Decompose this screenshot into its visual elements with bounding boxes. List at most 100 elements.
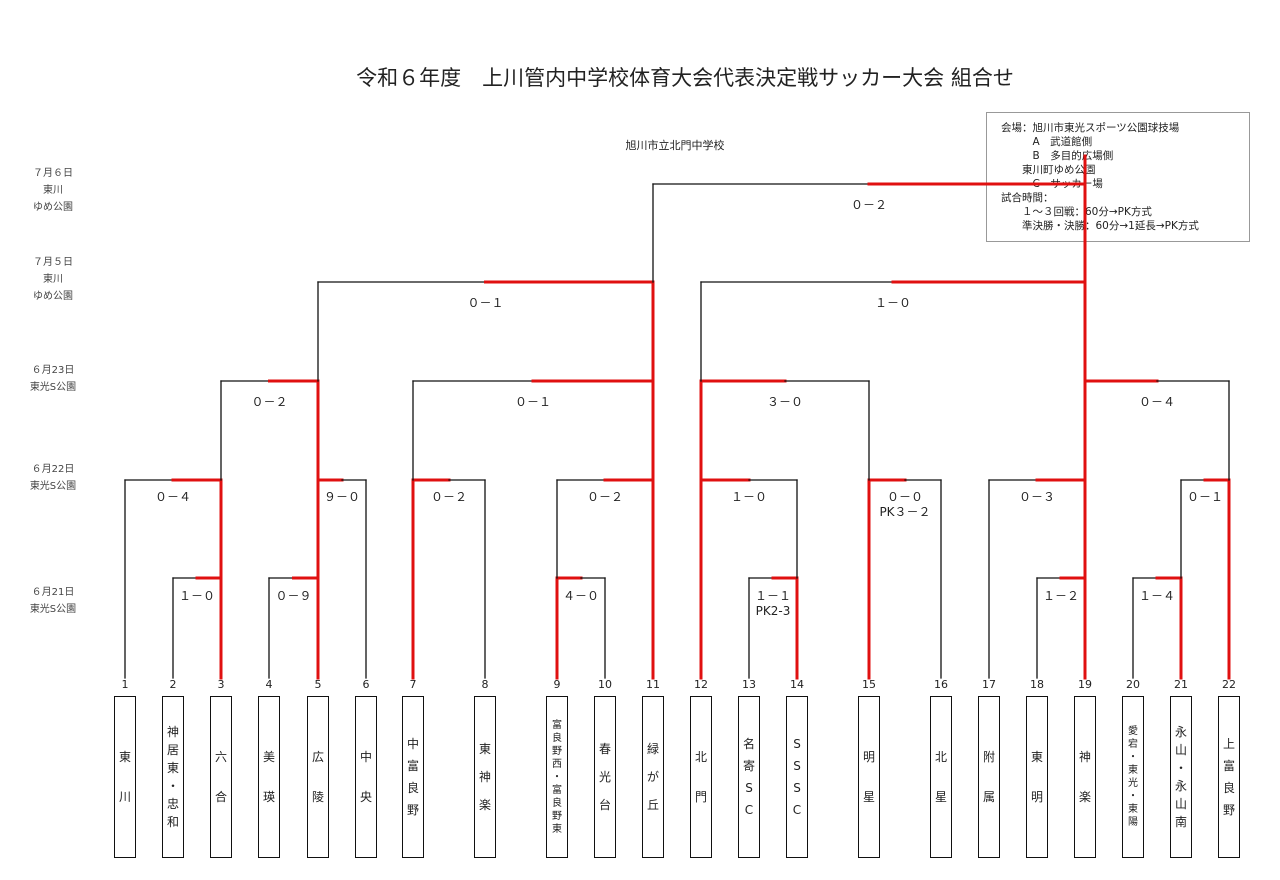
match-score: ３－０ [766, 395, 803, 409]
team-box: 北星 [930, 696, 952, 858]
team-name-char: 寄 [742, 759, 755, 773]
team-number: 7 [409, 678, 417, 691]
match-score: ０－４ [1138, 395, 1175, 409]
team-name-char: 北 [934, 750, 947, 764]
venue-line: 準決勝・決勝：60分→1延長→PK方式 [1001, 220, 1199, 232]
team-name-char: 良 [406, 781, 419, 795]
team-name-char: 野 [1222, 803, 1235, 817]
team-name-char: 星 [934, 790, 947, 804]
team-name-char: 東 [552, 823, 562, 835]
match-score: １－２ [1042, 589, 1079, 603]
match-score: ０－２ [251, 395, 288, 409]
team-name-char: 属 [982, 790, 995, 804]
team-name-char: ・ [166, 779, 179, 793]
team-name-char: 中 [406, 737, 419, 751]
team-number: 4 [265, 678, 273, 691]
team-name-char: 広 [311, 750, 324, 764]
team-number: 8 [481, 678, 489, 691]
team-box: 緑が丘 [642, 696, 664, 858]
team-name-char: 上 [1222, 737, 1235, 751]
match-score: ０－４ [154, 490, 191, 504]
match-score: ０－９ [275, 589, 312, 603]
team-name-char: S [793, 781, 801, 795]
team-name-char: 良 [552, 732, 562, 744]
round-venue: 東川 [43, 185, 63, 196]
team-box: 中央 [355, 696, 377, 858]
venue-info-box: 会場：旭川市東光スポーツ公園球技場 A 武道館側 B 多目的広場側 東川町ゆめ公… [986, 112, 1250, 242]
match-score: ０－１ [1186, 490, 1223, 504]
team-name-char: 東 [166, 761, 179, 775]
team-name-char: ・ [1174, 761, 1187, 775]
round-date: ６月23日 [31, 365, 75, 376]
round-venue: 東川 [43, 274, 63, 285]
team-box: 富良野西・富良野東 [546, 696, 568, 858]
team-name-char: 南 [1174, 815, 1187, 829]
team-name-char: 東 [478, 742, 491, 756]
team-number: 12 [694, 678, 708, 691]
team-name-char: 丘 [646, 798, 659, 812]
team-box: 東川 [114, 696, 136, 858]
team-name-char: S [745, 781, 753, 795]
team-name-char: 中 [359, 750, 372, 764]
match-score: １－０ [874, 296, 911, 310]
team-name-char: 宕 [1128, 739, 1138, 750]
match-score: ０－０ PK３－２ [879, 490, 931, 519]
team-name-char: 北 [694, 750, 707, 764]
match-score: ０－１ [514, 395, 551, 409]
team-name-char: S [793, 759, 801, 773]
page-title: 令和６年度 上川管内中学校体育大会代表決定戦サッカー大会 組合せ [356, 66, 1014, 90]
team-number: 19 [1078, 678, 1092, 691]
team-box: 永山・永山南 [1170, 696, 1192, 858]
team-name-char: 神 [1078, 750, 1091, 764]
team-name-char: ・ [552, 771, 562, 783]
team-box: 附属 [978, 696, 1000, 858]
team-name-char: 野 [552, 810, 562, 822]
team-name-char: 陽 [1128, 817, 1138, 828]
team-box: 春光台 [594, 696, 616, 858]
team-number: 15 [862, 678, 876, 691]
team-number: 16 [934, 678, 948, 691]
team-name-char: 東 [1030, 750, 1043, 764]
team-box: 北門 [690, 696, 712, 858]
team-name-char: 富 [406, 759, 419, 773]
team-name-char: 緑 [646, 742, 659, 756]
team-name-char: 居 [166, 743, 179, 757]
team-box: 中富良野 [402, 696, 424, 858]
round-label-final: ７月６日 東川 ゆめ公園 [22, 165, 84, 216]
team-name-char: 台 [598, 798, 611, 812]
team-box: 神楽 [1074, 696, 1096, 858]
team-name-char: S [793, 737, 801, 751]
team-name-char: 星 [862, 790, 875, 804]
venue-line: 会場：旭川市東光スポーツ公園球技場 [1001, 122, 1180, 134]
team-name-char: 附 [982, 750, 995, 764]
team-name-char: 永 [1174, 725, 1187, 739]
team-name-char: 川 [118, 790, 131, 804]
team-number: 14 [790, 678, 804, 691]
round-venue: 東光S公園 [29, 604, 77, 615]
team-name-char: 瑛 [262, 790, 275, 804]
team-box: 明星 [858, 696, 880, 858]
team-box: 愛宕・東光・東陽 [1122, 696, 1144, 858]
team-number: 9 [553, 678, 561, 691]
team-number: 10 [598, 678, 612, 691]
team-name-char: 光 [598, 770, 611, 784]
venue-line: 東川町ゆめ公園 [1001, 164, 1096, 176]
venue-line: A 武道館側 [1001, 136, 1093, 148]
team-box: 上富良野 [1218, 696, 1240, 858]
team-name-char: 野 [552, 745, 562, 757]
match-score: １－４ [1138, 589, 1175, 603]
team-number: 21 [1174, 678, 1188, 691]
round-venue: 東光S公園 [29, 481, 77, 492]
team-box: 六合 [210, 696, 232, 858]
team-number: 13 [742, 678, 756, 691]
team-number: 17 [982, 678, 996, 691]
match-score: １－０ [730, 490, 767, 504]
team-name-char: 光 [1128, 778, 1138, 789]
team-name-char: 富 [1222, 759, 1235, 773]
team-name-char: 東 [1128, 765, 1138, 776]
team-number: 18 [1030, 678, 1044, 691]
team-name-char: 愛 [1128, 726, 1138, 737]
team-name-char: 良 [552, 797, 562, 809]
